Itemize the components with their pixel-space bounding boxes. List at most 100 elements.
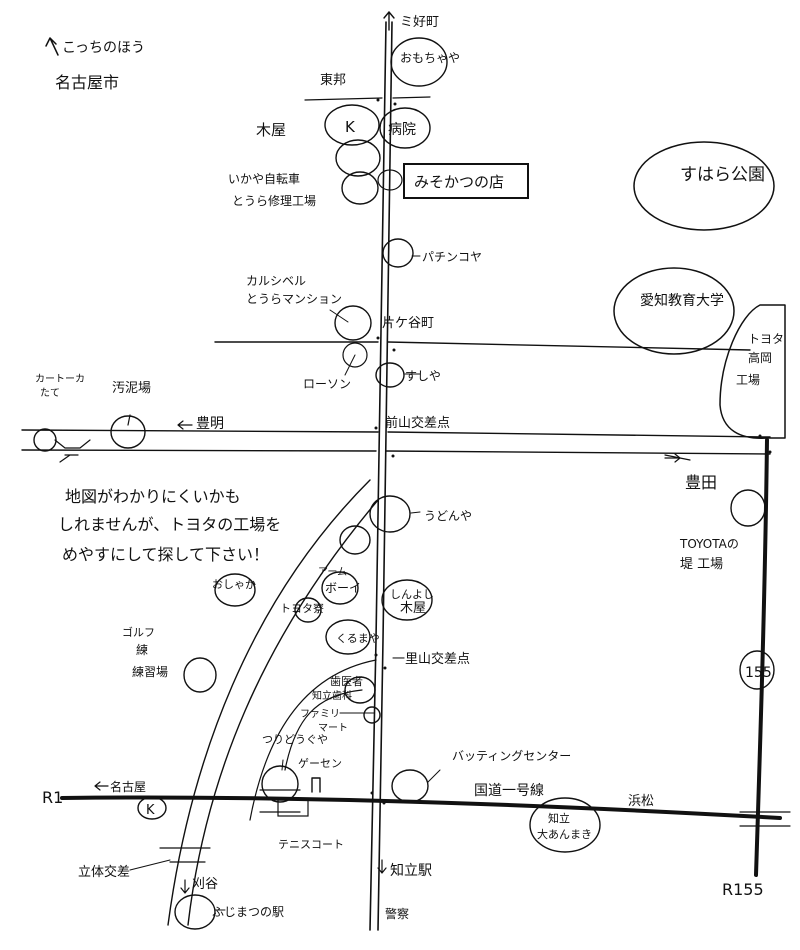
note-line-1: 地図がわかりにくいかも bbox=[65, 487, 241, 506]
dangoyama-label: 前山交差点 bbox=[385, 415, 450, 431]
small-road-1 bbox=[284, 689, 363, 771]
tire-label: とうら修理工場 bbox=[232, 193, 316, 208]
chiryu-station-label: 知立駅 bbox=[390, 862, 432, 879]
note-line-3: めやすにして探して下さい！ bbox=[62, 545, 269, 564]
sushiya-circle bbox=[375, 362, 405, 388]
oshaka-label: おしゃか bbox=[212, 578, 256, 591]
udonya-circle bbox=[369, 495, 411, 533]
kart-label-2: たて bbox=[40, 387, 60, 399]
golf-label-1: ゴルフ bbox=[122, 625, 155, 639]
pool-label: 汚泥場 bbox=[112, 381, 151, 396]
k-circle-bottom bbox=[137, 796, 167, 820]
main-road-right-edge bbox=[377, 21, 393, 931]
mansion-label-1: カルシベル bbox=[246, 274, 306, 288]
suhara-label: すはら公園 bbox=[680, 165, 765, 185]
r155-badge: 155 bbox=[745, 665, 772, 681]
toyota-label: 豊田 bbox=[685, 473, 717, 492]
small-circle-misokatsu bbox=[377, 169, 403, 191]
upper-crossline bbox=[304, 96, 431, 101]
r155-label: R155 bbox=[722, 880, 764, 899]
aichi-edu-label: 愛知教育大学 bbox=[640, 292, 724, 309]
lawson-label: ローソン bbox=[303, 377, 351, 391]
gesen-mark bbox=[311, 777, 321, 793]
tennis-court bbox=[277, 799, 309, 817]
dentist-circle bbox=[344, 676, 376, 704]
fujimatsu-label: ふじまつの駅 bbox=[212, 905, 284, 919]
shinobi-label: しんよし bbox=[390, 588, 434, 601]
aichi-edu-circle bbox=[613, 267, 735, 355]
national-route-label: 国道一号線 bbox=[474, 783, 544, 799]
hospital-circle bbox=[379, 107, 431, 149]
k-circle-top bbox=[324, 104, 380, 146]
kurumaya-label: くるまや bbox=[336, 632, 380, 645]
r155-badge-circle bbox=[739, 650, 775, 690]
orientation-text: こっちのほう bbox=[62, 40, 145, 56]
main-road-left-edge bbox=[369, 21, 387, 931]
curved-road-east bbox=[187, 499, 379, 926]
tachikawa-label: 立体交差 bbox=[78, 864, 130, 880]
bicycle-label: いかや自転車 bbox=[228, 172, 300, 186]
tennis-label: テニスコート bbox=[278, 838, 344, 851]
golf-label-3: 練習場 bbox=[132, 665, 168, 679]
r1-crossings bbox=[159, 789, 301, 863]
route-1 bbox=[60, 795, 782, 820]
traffic-dots bbox=[370, 98, 772, 805]
north-arrow bbox=[383, 11, 395, 31]
oshaka-circle bbox=[214, 573, 256, 607]
omochaya-label: おもちゃや bbox=[400, 51, 460, 65]
small-circle-1 bbox=[339, 525, 371, 555]
takaoka-label-1: トヨタ bbox=[748, 332, 784, 346]
police-label: 警察 bbox=[385, 906, 409, 921]
k-label-bottom: K bbox=[146, 803, 155, 818]
udonya-label: うどんや bbox=[424, 509, 472, 523]
gesen-circle bbox=[261, 765, 299, 803]
pool-arrow bbox=[127, 414, 131, 426]
arm-label: アーム bbox=[318, 566, 347, 578]
dorm-label: トヨタ寮 bbox=[280, 601, 324, 615]
golf-label-2: 練 bbox=[136, 643, 148, 657]
kariya-label: 刈谷 bbox=[192, 877, 218, 892]
pachinko-circle bbox=[382, 238, 414, 268]
mansion-circle bbox=[334, 305, 372, 341]
sanya-label: 片ケ谷町 bbox=[382, 316, 434, 331]
toyota-takaoka-shape bbox=[719, 304, 786, 439]
orientation-arrow bbox=[45, 37, 59, 56]
city-name: 名古屋市 bbox=[55, 73, 119, 92]
ichirizuka-label: 一里山交差点 bbox=[392, 651, 470, 667]
route-155-junction bbox=[739, 811, 791, 827]
route-155 bbox=[754, 438, 769, 877]
hamamatsu-label: 浜松 bbox=[628, 794, 654, 809]
bowling-circle bbox=[321, 571, 359, 605]
batting-circle bbox=[391, 769, 429, 803]
pool-circle bbox=[110, 415, 146, 449]
takaoka-label-2: 高岡 bbox=[748, 350, 772, 365]
kart-label-1: カートーカ bbox=[35, 373, 85, 385]
kiya2-label: 木屋 bbox=[400, 601, 426, 616]
chiryu-circle bbox=[529, 797, 601, 853]
family-label-1: ファミリー bbox=[300, 709, 350, 720]
kurumaya-circle bbox=[325, 619, 371, 655]
ichirizuka-road bbox=[249, 659, 377, 821]
mansion-label-2: とうらマンション bbox=[246, 292, 342, 306]
bicycle-circle bbox=[335, 139, 381, 177]
nagoya-label: 名古屋 bbox=[110, 779, 146, 794]
kiya-label: 木屋 bbox=[256, 121, 286, 139]
tsuri-label: つりどうぐや bbox=[262, 733, 328, 746]
dentist-label-2: 知立歯科 bbox=[312, 689, 352, 702]
kart-circle bbox=[33, 428, 57, 452]
tsutsumi-label-1: TOYOTAの bbox=[679, 537, 739, 551]
lawson-circle bbox=[342, 342, 368, 368]
family-circle bbox=[363, 706, 381, 724]
misokatsu-label: みそかつの店 bbox=[414, 173, 504, 191]
batting-label: バッティングセンター bbox=[452, 749, 571, 763]
fujimatsu-circle bbox=[174, 894, 216, 930]
sanya-road bbox=[214, 341, 751, 351]
bowling-label: ボーイ bbox=[325, 581, 361, 595]
toyoake-arrow bbox=[177, 420, 193, 430]
chiryu-arrow bbox=[377, 859, 387, 874]
toyoake-road-top bbox=[21, 429, 771, 438]
omochaya-circle bbox=[390, 37, 448, 87]
chiryu-label-1: 知立 bbox=[548, 811, 570, 825]
toyoake-label: 豊明 bbox=[196, 416, 224, 432]
